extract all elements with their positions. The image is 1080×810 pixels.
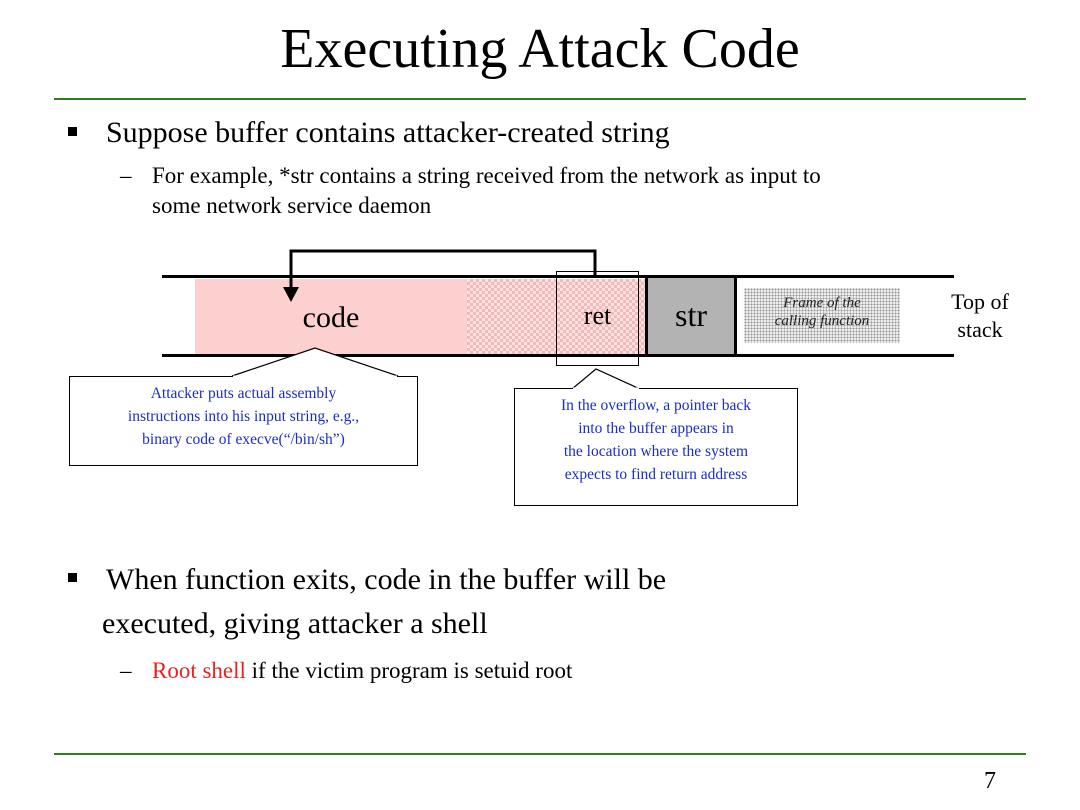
left-callout-pointer — [231, 347, 399, 377]
bullet-1-sub-line-2: some network service daemon — [152, 193, 432, 218]
bullet-1-sub-line-1: For example, *str contains a string rece… — [152, 163, 821, 188]
calling-frame-box: Frame of the calling function — [744, 288, 900, 343]
right-callout-line-2: into the buffer appears in — [578, 420, 734, 437]
right-callout-pointer — [571, 368, 641, 390]
right-callout-line-3: the location where the system — [563, 443, 749, 460]
title-divider — [54, 98, 1026, 100]
sub-dash: – — [120, 163, 132, 188]
bullet-1-sub: – For example, *str contains a string re… — [120, 162, 1040, 222]
bullet-1: Suppose buffer contains attacker-created… — [68, 113, 968, 153]
left-callout-line-1: Attacker puts actual assembly — [150, 385, 337, 402]
code-label: code — [302, 301, 360, 334]
left-callout-line-3: binary code of execve(“/bin/sh”) — [142, 431, 345, 448]
stack-bottom-line — [162, 354, 954, 357]
bullet-2-line-2: executed, giving attacker a shell — [102, 607, 488, 640]
right-callout-line-4: expects to find return address — [564, 466, 748, 483]
arrow-head-icon — [283, 287, 299, 302]
left-callout-line-2: instructions into his input string, e.g.… — [127, 408, 360, 425]
root-shell-highlight: Root shell — [152, 658, 246, 683]
ret-slot-box — [556, 271, 639, 366]
left-callout: Attacker puts actual assembly instructio… — [69, 376, 418, 466]
top-of-stack-line-1: Top of — [951, 289, 1009, 314]
page-number: 7 — [984, 768, 996, 794]
bullet-2-sub-rest: if the victim program is setuid root — [245, 658, 573, 683]
overflow-region — [467, 279, 647, 354]
return-pointer-arrow — [289, 249, 597, 290]
str-label: str — [675, 297, 707, 333]
top-of-stack-label: Top of stack — [930, 288, 1030, 344]
frame-label-line-1: Frame of the — [783, 295, 861, 311]
bullet-1-text: Suppose buffer contains attacker-created… — [106, 116, 670, 149]
bullet-2-line-1: When function exits, code in the buffer … — [106, 563, 667, 596]
bullet-square-icon — [68, 573, 77, 582]
sub-dash: – — [120, 658, 132, 683]
str-region — [645, 276, 737, 357]
frame-label-line-2: calling function — [774, 313, 870, 329]
bullet-2-sub: – Root shell if the victim program is se… — [120, 657, 1020, 687]
slide-title: Executing Attack Code — [280, 18, 800, 80]
bullet-square-icon — [68, 127, 77, 136]
footer-divider — [54, 753, 1026, 755]
ret-label: ret — [583, 301, 612, 330]
stack-top-line — [162, 275, 954, 278]
right-callout-line-1: In the overflow, a pointer back — [560, 397, 752, 414]
top-of-stack-line-2: stack — [957, 317, 1003, 342]
code-region — [195, 279, 467, 354]
bullet-2: When function exits, code in the buffer … — [68, 560, 968, 640]
right-callout: In the overflow, a pointer back into the… — [514, 388, 798, 506]
bullet-2-sub-text: Root shell if the victim program is setu… — [152, 657, 572, 685]
